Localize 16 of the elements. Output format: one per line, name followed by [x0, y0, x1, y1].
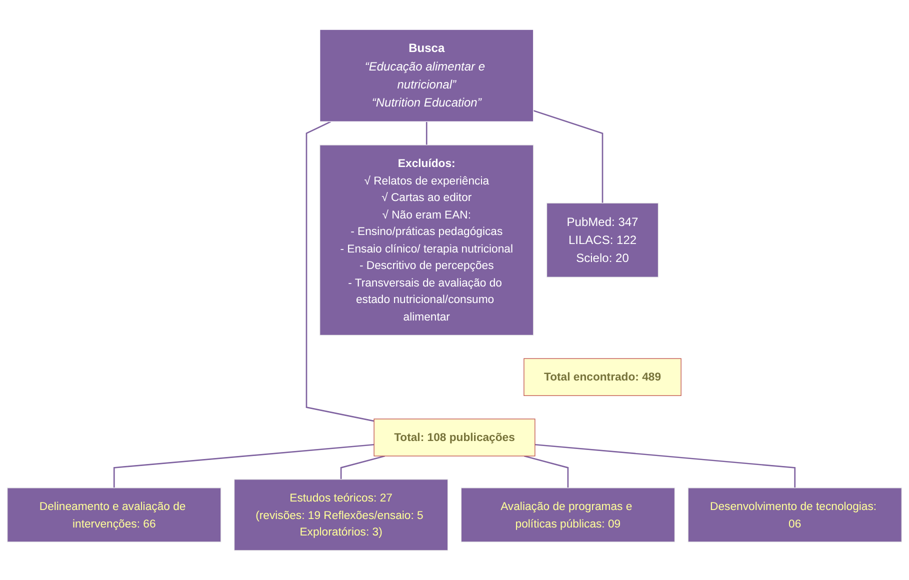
node-box: Desenvolvimento de tecnologias: 06 — [688, 488, 902, 542]
node-box: Avaliação de programas e políticas públicas: 09 — [460, 488, 676, 542]
connector — [113, 444, 374, 488]
node-box: PubMed: 347 LILACS: 122 Scielo: 20 — [546, 202, 659, 278]
node-box: Total: 108 publicações — [374, 418, 536, 456]
connector — [426, 122, 428, 145]
node-box: Total encontrado: 489 — [524, 358, 682, 396]
connector — [534, 444, 796, 488]
connector — [524, 455, 569, 488]
connector — [533, 110, 604, 204]
connector — [306, 121, 374, 422]
node-box: Excluídos: √ Relatos de experiência √ Cartas ao editor √ Não eram EAN: - Ensino/práticas pedagógicas - Ensaio clínico/ terapia nutricional - Descritivo de percepções - Transversais de avaliação do estado nutricional/consumo alimentar — [320, 144, 534, 336]
connector — [340, 455, 386, 480]
node-box: Estudos teóricos: 27 (revisões: 19 Reflexões/ensaio: 5 Exploratórios: 3) — [234, 479, 448, 551]
node-box: Delineamento e avaliação de intervenções: 66 — [7, 488, 222, 542]
node-box: Busca “Educação alimentar e nutricional” “Nutrition Education” — [320, 29, 534, 122]
